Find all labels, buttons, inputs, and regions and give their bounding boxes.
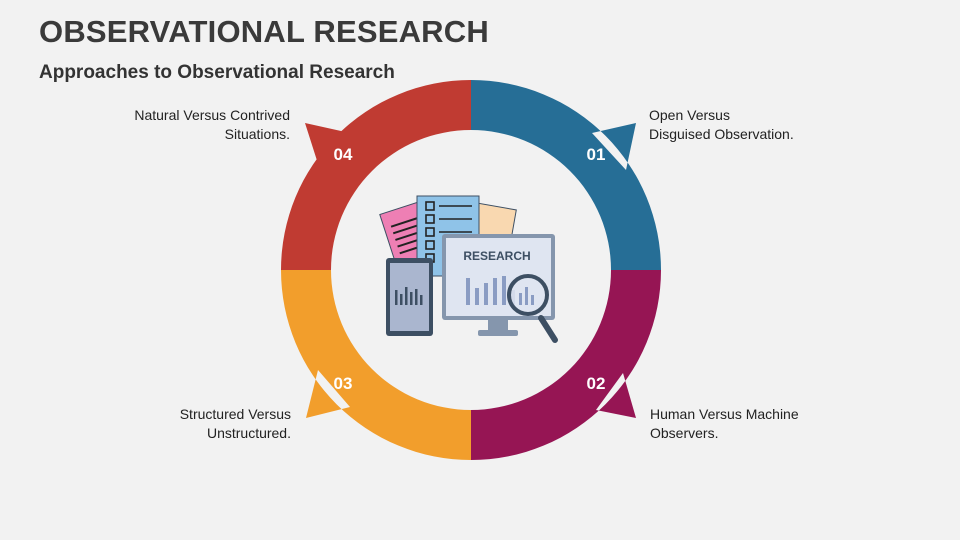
- segment-04: [281, 80, 471, 270]
- segment-label-02: Human Versus Machine Observers.: [650, 406, 799, 441]
- segment-01: [471, 80, 661, 270]
- segment-label-04: Natural Versus Contrived Situations.: [134, 107, 290, 142]
- segment-label-01: Open Versus Disguised Observation.: [649, 107, 794, 142]
- tablet-chart-icon: [386, 258, 433, 336]
- segment-label-03: Structured Versus Unstructured.: [179, 406, 291, 441]
- segment-02: [471, 270, 661, 460]
- magnifier-icon: [507, 274, 558, 343]
- monitor-research-text: RESEARCH: [463, 249, 530, 263]
- segment-03: [281, 270, 471, 460]
- segment-number-03: 03: [334, 374, 353, 393]
- segment-number-04: 04: [334, 145, 353, 164]
- segment-number-02: 02: [587, 374, 606, 393]
- page-subtitle: Approaches to Observational Research: [39, 62, 395, 83]
- segment-number-01: 01: [587, 145, 606, 164]
- research-illustration: RESEARCH: [379, 195, 558, 343]
- page-title: OBSERVATIONAL RESEARCH: [39, 14, 489, 49]
